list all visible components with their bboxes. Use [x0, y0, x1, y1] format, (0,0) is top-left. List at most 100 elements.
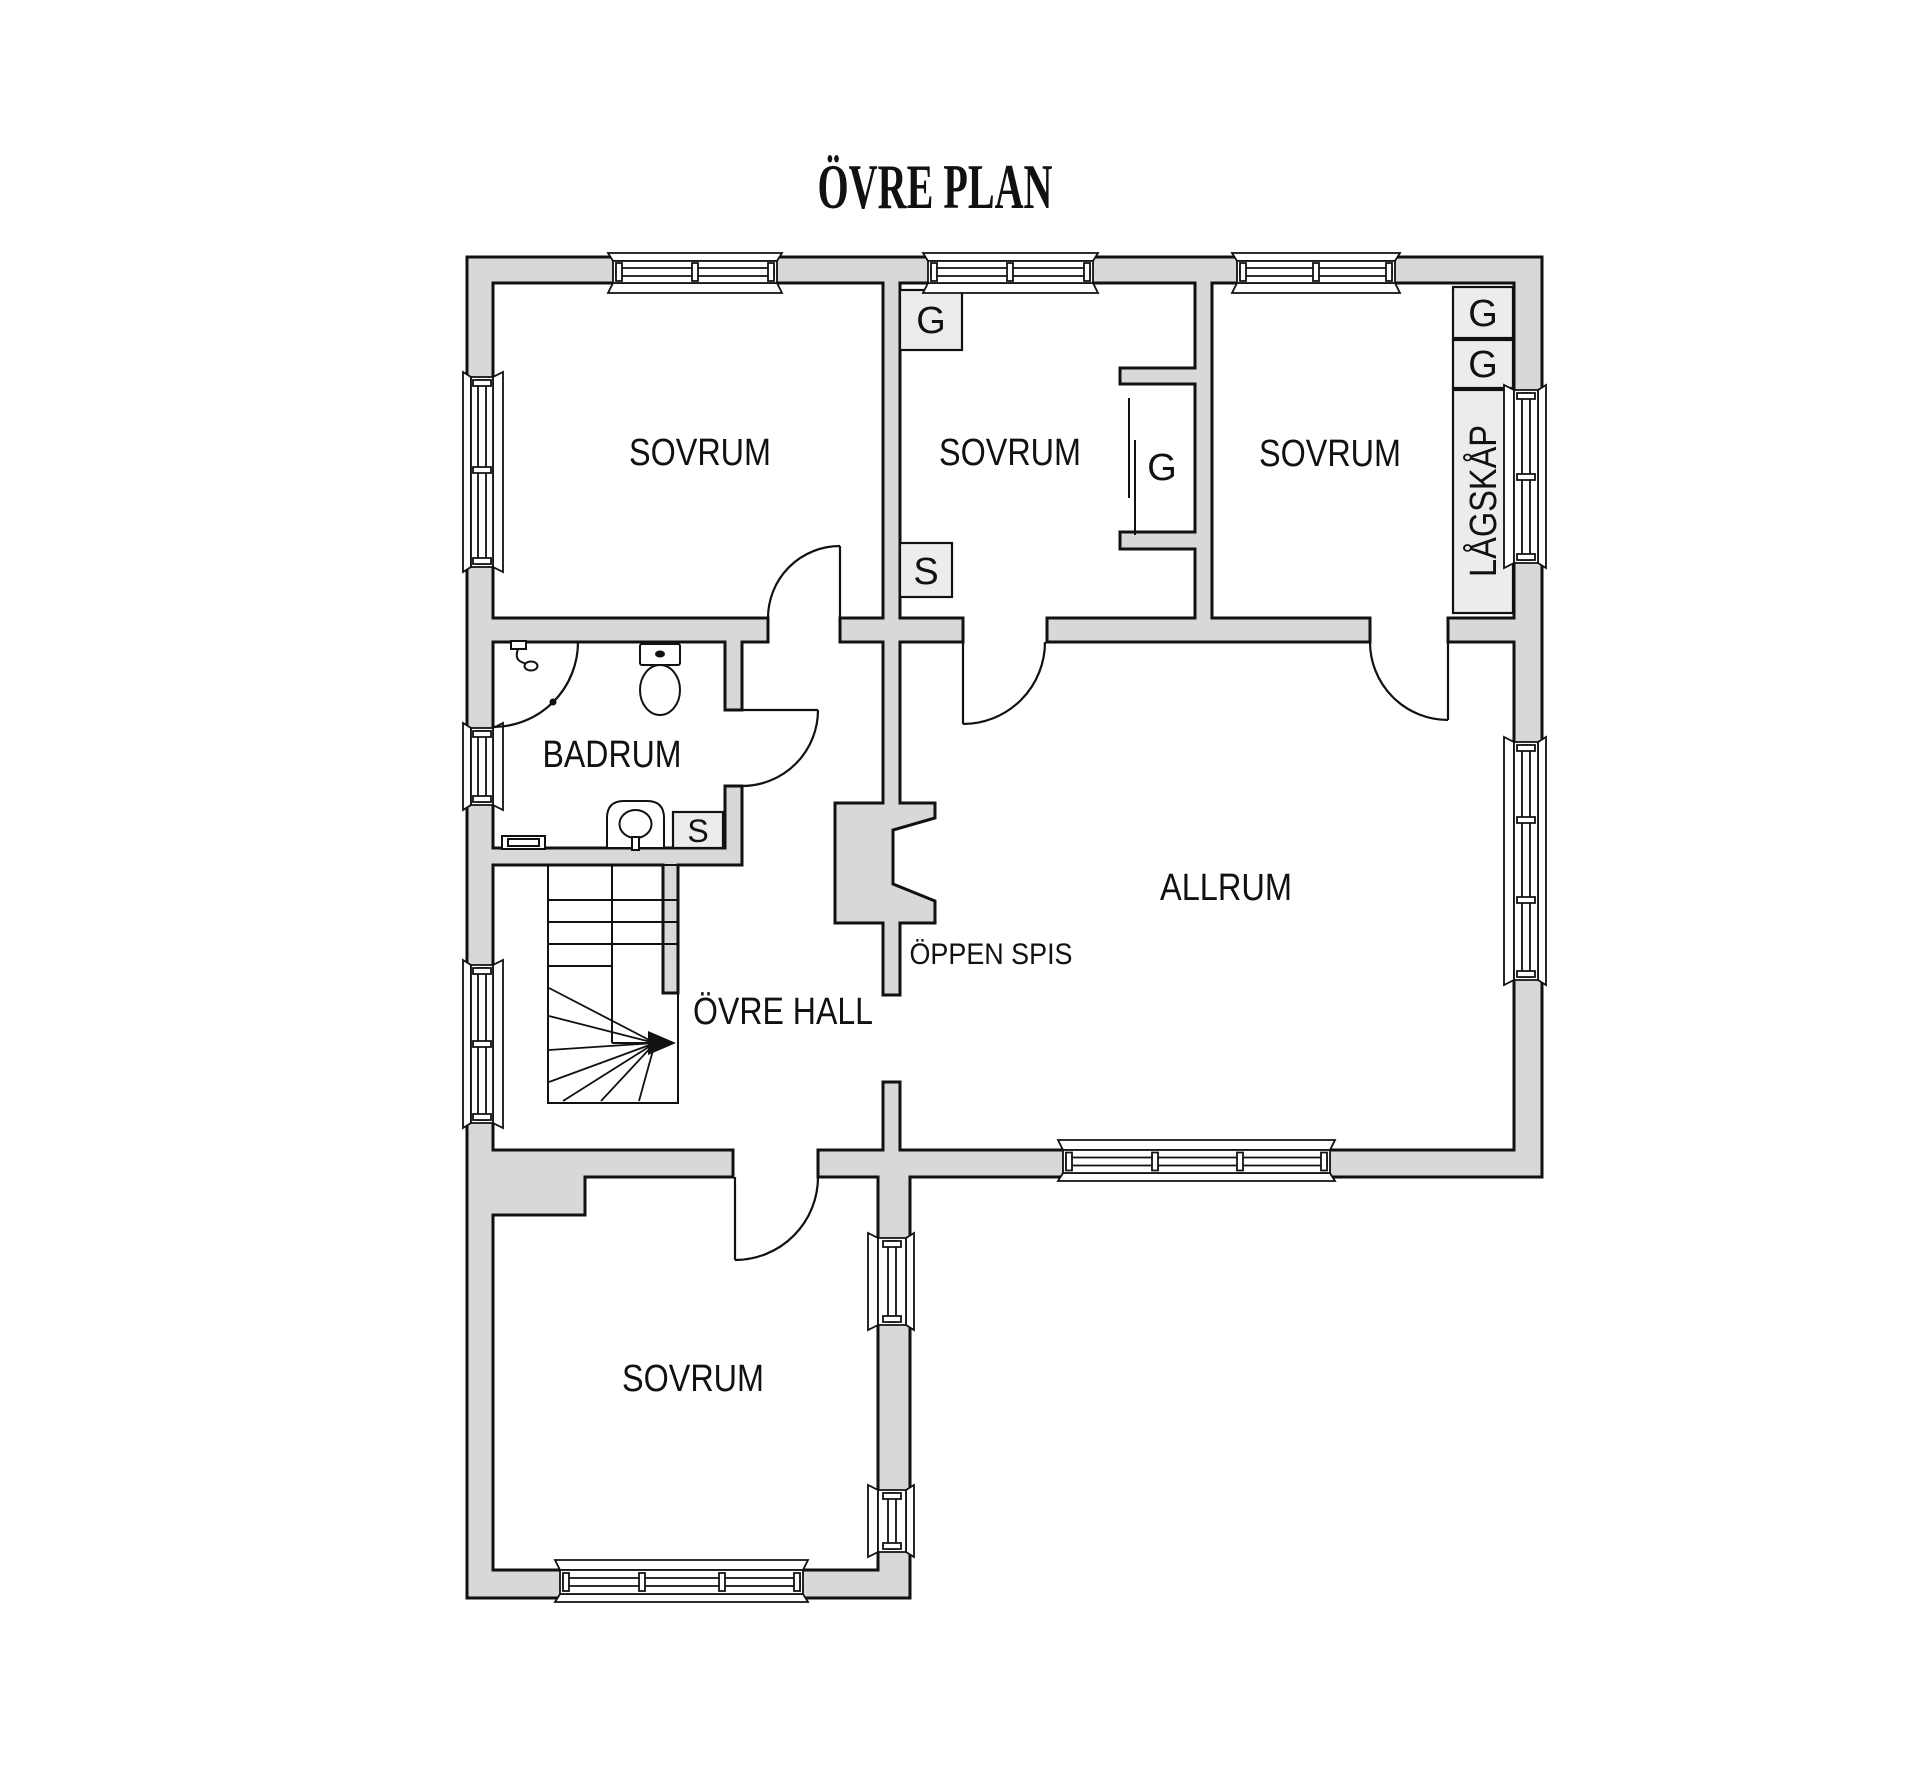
window-mullion	[1516, 816, 1536, 824]
doors	[733, 544, 1450, 1262]
window-sill	[492, 958, 504, 1130]
window-glass	[887, 1492, 897, 1550]
window-mullion	[472, 967, 492, 975]
windows	[462, 252, 1547, 1603]
window-outer-frame	[553, 1593, 810, 1603]
staircase	[547, 864, 679, 1104]
door-swing-arc	[741, 709, 820, 788]
window-mullion	[1516, 473, 1536, 481]
window-mullion	[1006, 262, 1014, 282]
shower-icon	[492, 640, 580, 729]
window-sill	[492, 721, 504, 812]
radiator-icon	[501, 835, 546, 850]
window-mullion	[638, 1572, 646, 1592]
window-mullion	[767, 262, 775, 282]
window-glass	[1521, 744, 1531, 978]
window-glass	[562, 1577, 801, 1587]
window-mullion	[1385, 262, 1393, 282]
window-outer-frame	[462, 958, 472, 1130]
room-label-bedroom-top-right: SOVRUM	[1259, 433, 1401, 475]
window-sill	[492, 370, 504, 574]
window	[462, 370, 504, 574]
door-swing-arc	[1368, 641, 1449, 722]
room-label-bedroom-bottom: SOVRUM	[622, 1358, 764, 1400]
wardrobe-box	[1451, 285, 1515, 340]
window-sill	[1503, 735, 1515, 987]
window-mullion	[472, 1113, 492, 1121]
window-mullion	[472, 466, 492, 474]
window	[1056, 1139, 1337, 1182]
cleaning-closet-box	[898, 541, 954, 599]
window-outer-frame	[905, 1231, 915, 1332]
window	[867, 1483, 915, 1559]
closet-boxes	[671, 285, 1515, 850]
door-swing-arc	[734, 1176, 820, 1262]
window-mullion	[1151, 1151, 1159, 1172]
closet-label-cleaning-middle: S	[913, 551, 938, 593]
window-sill	[867, 1231, 879, 1332]
window-mullion	[882, 1542, 902, 1550]
door-swing-arc	[766, 544, 841, 619]
window-mullion	[1516, 392, 1536, 400]
room-label-upper-hall: ÖVRE HALL	[693, 991, 873, 1033]
low-cabinet-box	[1451, 388, 1515, 615]
window	[1230, 252, 1402, 294]
window-sill	[1056, 1139, 1337, 1151]
window-sill	[867, 1483, 879, 1559]
room-label-bathroom: BADRUM	[543, 734, 682, 776]
window-mullion	[1516, 744, 1536, 752]
wardrobe-sliding-door	[1128, 398, 1136, 535]
window-sill	[606, 282, 784, 294]
window-mullion	[882, 1315, 902, 1323]
window-mullion	[562, 1572, 570, 1592]
feature-label-open-fireplace: ÖPPEN SPIS	[910, 938, 1073, 971]
window-mullion	[882, 1492, 902, 1500]
wall-outline	[465, 255, 1544, 1600]
door	[766, 544, 842, 619]
closet-label-wardrobe-middle-top: G	[916, 300, 946, 342]
room-label-bedroom-top-middle: SOVRUM	[939, 432, 1081, 474]
bathroom-fixtures	[492, 640, 681, 851]
window-outer-frame	[606, 252, 784, 262]
window-sill	[553, 1559, 810, 1571]
window	[921, 252, 1100, 294]
window-mullion	[472, 795, 492, 803]
window-mullion	[1083, 262, 1091, 282]
window-mullion	[718, 1572, 726, 1592]
window-mullion	[793, 1572, 801, 1592]
window	[462, 721, 504, 812]
window-glass	[887, 1240, 897, 1323]
window-mullion	[472, 730, 492, 738]
window-sill	[1230, 282, 1402, 294]
window-glass	[1065, 1156, 1328, 1167]
door	[733, 1176, 820, 1262]
window-mullion	[882, 1240, 902, 1248]
window-outer-frame	[462, 370, 472, 574]
window	[1503, 735, 1547, 987]
window-outer-frame	[905, 1483, 915, 1559]
window	[1503, 383, 1547, 570]
room-label-living-room: ALLRUM	[1160, 867, 1292, 909]
window-outer-frame	[1056, 1172, 1337, 1182]
window-mullion	[472, 379, 492, 387]
closet-label-wardrobe-right-top: G	[1468, 293, 1498, 335]
window-mullion	[691, 262, 699, 282]
window-mullion	[1065, 1151, 1073, 1172]
window-mullion	[1516, 896, 1536, 904]
window-mullion	[1516, 553, 1536, 561]
window-sill	[921, 282, 1100, 294]
closet-label-cleaning-bath: S	[687, 813, 708, 849]
feature-label-low-cabinet: LÅGSKÅP	[1461, 425, 1505, 577]
window-mullion	[472, 557, 492, 565]
wardrobe-box	[1451, 338, 1515, 390]
door	[1368, 641, 1450, 722]
room-label-bedroom-top-left: SOVRUM	[629, 432, 771, 474]
window-outer-frame	[462, 721, 472, 812]
window-mullion	[1239, 262, 1247, 282]
page-title: ÖVRE PLAN	[818, 151, 1053, 222]
window-sill	[1503, 383, 1515, 570]
window-mullion	[615, 262, 623, 282]
toilet-icon	[639, 643, 681, 716]
